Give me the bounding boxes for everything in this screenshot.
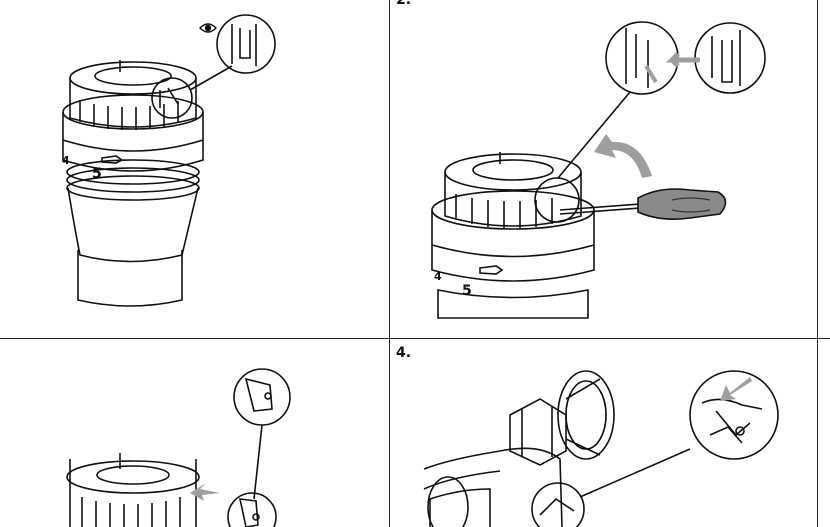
eye-icon bbox=[199, 23, 217, 33]
gray-arrow-left bbox=[665, 52, 700, 68]
step-number: 2. bbox=[396, 0, 412, 8]
right-border bbox=[817, 0, 818, 527]
step-3-panel bbox=[0, 339, 389, 527]
screwdriver bbox=[637, 188, 727, 220]
step-1-panel: 5 4 bbox=[0, 0, 389, 338]
horizontal-divider bbox=[0, 338, 830, 339]
step-number: 4. bbox=[396, 345, 412, 361]
step-2-illustration: 4 5 bbox=[431, 21, 766, 319]
step-4-illustration bbox=[423, 370, 779, 527]
dial-digit: 5 bbox=[92, 166, 102, 182]
gray-arrow-left bbox=[190, 483, 220, 501]
dial-side-digit: 4 bbox=[62, 154, 70, 167]
step-2-panel: 2. bbox=[390, 0, 817, 338]
curved-arrow bbox=[594, 134, 652, 178]
step-3-illustration bbox=[66, 368, 291, 527]
gray-arrow-diagonal bbox=[720, 377, 752, 401]
step-4-panel: 4. bbox=[390, 339, 817, 527]
step-1-illustration: 5 4 bbox=[62, 14, 276, 307]
vertical-divider bbox=[389, 0, 390, 527]
dial-digit: 5 bbox=[462, 283, 472, 299]
dial-side-digit: 4 bbox=[434, 270, 442, 283]
